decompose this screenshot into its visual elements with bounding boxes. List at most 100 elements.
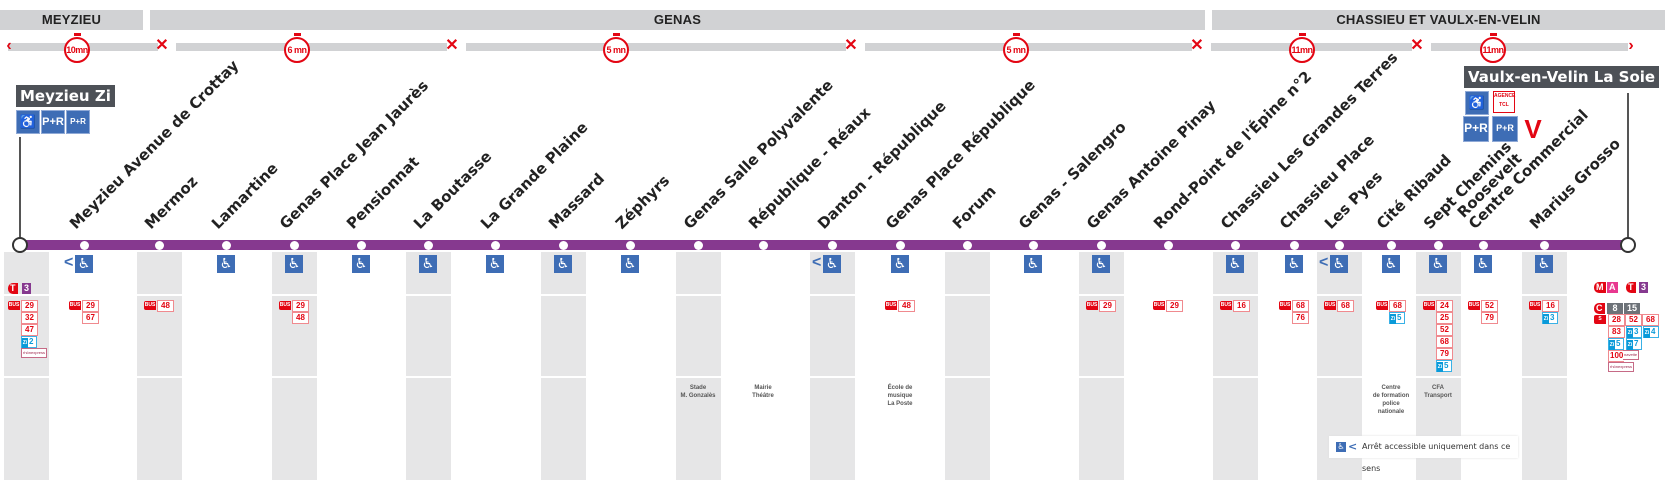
c-line-badge[interactable]: 15 [1624, 303, 1640, 314]
segment-boundary-icon: ✕ [844, 37, 858, 54]
stop-marker[interactable] [1289, 241, 1299, 250]
bus-line-badge[interactable]: 48 [292, 312, 309, 324]
bus-line-badge[interactable]: 83 [1608, 326, 1625, 338]
wheelchair-icon: ♿ [1429, 255, 1447, 273]
bus-line-badge[interactable]: 68 [1642, 314, 1659, 326]
stop-name[interactable]: Lamartine [207, 159, 282, 233]
stop-marker[interactable] [1334, 241, 1344, 250]
stop-column [945, 252, 990, 480]
stop-marker[interactable] [289, 241, 299, 250]
stop-marker[interactable] [356, 241, 366, 250]
bus-line-badge[interactable]: 24 [1436, 300, 1453, 312]
bus-line-badge[interactable]: 52 [1436, 324, 1453, 336]
metro-mode-badge[interactable]: M [1594, 282, 1606, 293]
direction-arrow-icon: < [1348, 440, 1358, 453]
stop-marker[interactable] [1539, 241, 1549, 250]
stop-marker[interactable] [154, 241, 164, 250]
bus-line-badge[interactable]: 16 [1233, 300, 1250, 312]
stop-marker[interactable] [1230, 241, 1240, 250]
stop-name[interactable]: Genas Antoine Pinay [1082, 96, 1220, 233]
bus-line-badge[interactable]: 76 [1292, 312, 1309, 324]
bus-line-badge[interactable]: 47 [21, 324, 38, 336]
bus-line-badge[interactable]: 48 [898, 300, 915, 312]
metro-line-badge[interactable]: A [1607, 282, 1618, 293]
stop-marker[interactable] [827, 241, 837, 250]
zone-genas: GENAS [150, 10, 1205, 30]
bus-icon: BUS [1423, 301, 1435, 310]
travel-segment-bar [1431, 43, 1628, 51]
bus-line-badge[interactable]: 100 [1608, 350, 1625, 362]
stop-marker[interactable] [758, 241, 768, 250]
stop-name[interactable]: Danton - République [813, 97, 950, 233]
bus-line-badge[interactable]: 68 [1389, 300, 1406, 312]
rhonexpress-badge[interactable]: rhônexpress [21, 348, 48, 358]
stop-name[interactable]: République - Réaux [744, 103, 875, 233]
stop-column [272, 252, 317, 480]
wheelchair-icon: ♿ [1092, 255, 1110, 273]
stop-name[interactable]: Forum [948, 182, 1000, 233]
stop-marker[interactable] [693, 241, 703, 250]
zi-line-number: 5 [1616, 339, 1621, 348]
wheelchair-icon: ♿ [1336, 442, 1346, 452]
bus-line-badge[interactable]: 29 [1099, 300, 1116, 312]
bus-line-badge[interactable]: 52 [1481, 300, 1498, 312]
tram-mode-badge[interactable]: T [1626, 282, 1636, 293]
stop-marker[interactable] [625, 241, 635, 250]
stop-marker[interactable] [1096, 241, 1106, 250]
bus-line-badge[interactable]: 68 [1292, 300, 1309, 312]
bus-line-badge[interactable]: 52 [1625, 314, 1642, 326]
bike-park-and-ride-icon: P+R [66, 110, 90, 134]
stop-marker[interactable] [895, 241, 905, 250]
zi-label: Zi [1609, 340, 1615, 350]
bus-line-badge[interactable]: 32 [21, 312, 38, 324]
rhonexpress-badge[interactable]: rhônexpress [1608, 362, 1635, 372]
bus-line-badge[interactable]: 68 [1436, 336, 1453, 348]
stop-marker[interactable] [1386, 241, 1396, 250]
zi-label: Zi [1627, 340, 1633, 350]
stop-name[interactable]: Zéphyrs [611, 171, 674, 233]
tram-line-badge[interactable]: 3 [1639, 282, 1649, 293]
tram-line [20, 240, 1628, 250]
stop-marker[interactable] [423, 241, 433, 250]
stop-marker[interactable] [558, 241, 568, 250]
stop-marker[interactable] [1478, 241, 1488, 250]
bus-line-badge[interactable]: 28 [1608, 314, 1625, 326]
stop-marker[interactable] [1163, 241, 1173, 250]
stop-marker[interactable] [1433, 241, 1443, 250]
stop-marker[interactable] [490, 241, 500, 250]
stop-marker[interactable] [962, 241, 972, 250]
c-mode-badge[interactable]: C [1594, 303, 1605, 314]
wheelchair-icon: ♿ [1024, 255, 1042, 273]
c-line-badge[interactable]: 8 [1607, 303, 1623, 314]
bus-line-badge[interactable]: 79 [1481, 312, 1498, 324]
bus-line-badge[interactable]: 48 [157, 300, 174, 312]
bus-line-badge[interactable]: 29 [21, 300, 38, 312]
bus-line-badge[interactable]: 29 [292, 300, 309, 312]
bus-line-badge[interactable]: 29 [1166, 300, 1183, 312]
bus-line-badge[interactable]: 16 [1542, 300, 1559, 312]
stop-name[interactable]: Massard [544, 169, 609, 233]
stop-marker[interactable] [221, 241, 231, 250]
bus-line-badge[interactable]: 79 [1436, 348, 1453, 360]
stop-marker[interactable] [1028, 241, 1038, 250]
wheelchair-icon: ♿ [823, 255, 841, 273]
tram-mode-badge[interactable]: T [8, 283, 18, 294]
bus-line-badge[interactable]: 29 [82, 300, 99, 312]
stop-marker[interactable] [79, 241, 89, 250]
row-separator [0, 376, 1665, 378]
stop-name[interactable]: Mermoz [140, 172, 202, 233]
terminus-start-pointer [19, 137, 21, 239]
bus-line-badge[interactable]: 68 [1337, 300, 1354, 312]
bus-line-badge[interactable]: 25 [1436, 312, 1453, 324]
row-separator [0, 294, 1665, 296]
bus-line-badge[interactable]: 67 [82, 312, 99, 324]
tram-line-badge[interactable]: 3 [22, 283, 32, 294]
